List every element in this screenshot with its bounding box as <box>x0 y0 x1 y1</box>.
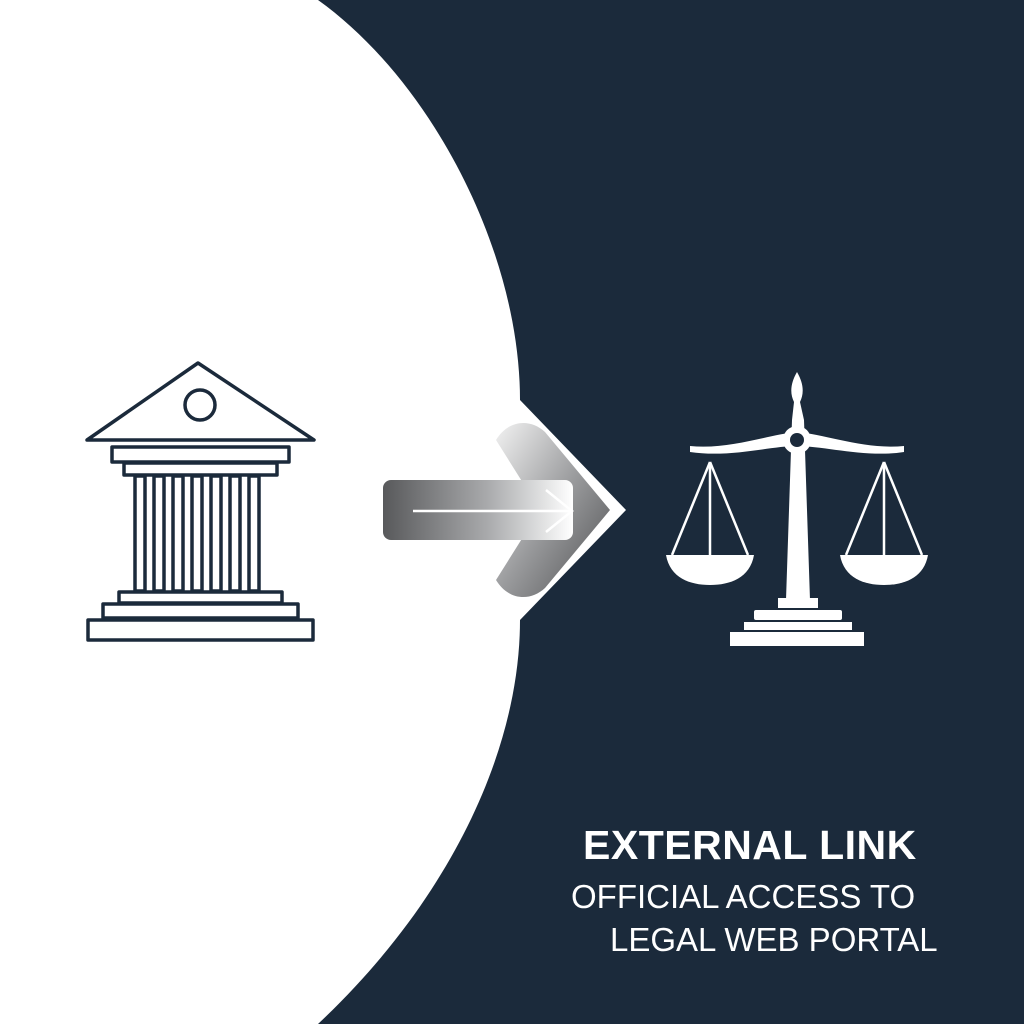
navy-background <box>318 0 1024 1024</box>
arrow-right-icon <box>383 422 610 598</box>
scales-of-justice-icon <box>666 372 928 646</box>
caption-line-1: OFFICIAL ACCESS TO <box>571 878 916 915</box>
caption-line-2: LEGAL WEB PORTAL <box>610 921 938 958</box>
courthouse-icon <box>85 361 316 642</box>
caption-title: EXTERNAL LINK <box>583 822 917 868</box>
